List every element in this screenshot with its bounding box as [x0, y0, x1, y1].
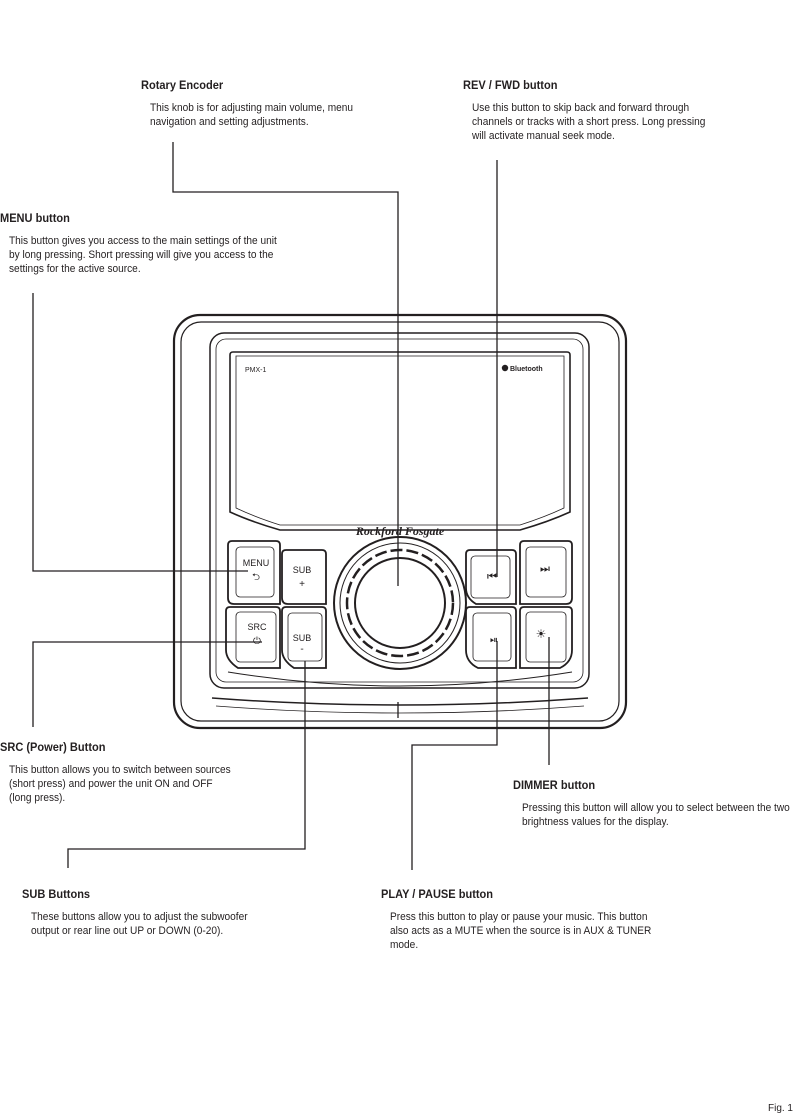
dimmer-button[interactable]: ☀: [519, 606, 573, 669]
housing-inner: [180, 321, 620, 722]
callout-play-pause: PLAY / PAUSE button Press this button to…: [381, 887, 681, 952]
callout-title: PLAY / PAUSE button: [381, 887, 494, 901]
leader-menu: [32, 293, 248, 572]
leader-playpause: [411, 641, 498, 870]
faceplate-inner: [215, 338, 584, 683]
callout-body: Use this button to skip back and forward…: [472, 102, 706, 142]
leader-lines: [32, 142, 550, 870]
fwd-button[interactable]: ⏭: [519, 540, 573, 605]
bluetooth-icon: [501, 364, 509, 372]
callout-body: This button allows you to switch between…: [9, 764, 231, 804]
sub-down-label: SUB: [293, 633, 312, 643]
housing-outer: [172, 313, 628, 730]
figure-label: Fig. 1: [767, 1103, 793, 1114]
sub-up-button[interactable]: SUB +: [281, 549, 327, 605]
brand-logo: Rockford Fosgate: [355, 524, 445, 538]
play-pause-icon: ⏯: [490, 635, 498, 646]
src-button-label: SRC: [247, 622, 267, 632]
callout-body: This button gives you access to the main…: [9, 235, 277, 275]
bluetooth-label: Bluetooth: [510, 366, 543, 373]
display-screen: [229, 351, 571, 531]
callout-body: Pressing this button will allow you to s…: [522, 802, 790, 828]
play-pause-button[interactable]: ⏯: [465, 606, 517, 669]
bottom-ridge: [211, 697, 589, 706]
brightness-icon: ☀: [536, 627, 547, 641]
callout-rev-fwd: REV / FWD button Use this button to skip…: [463, 78, 733, 143]
src-power-button[interactable]: SRC ⏻: [225, 606, 281, 669]
faceplate: [209, 332, 590, 689]
callout-title: SRC (Power) Button: [0, 740, 106, 754]
bluetooth-logo: Bluetooth: [501, 364, 543, 373]
sub-down-button[interactable]: SUB -: [281, 606, 327, 669]
callout-title: SUB Buttons: [22, 887, 91, 901]
leader-rotary: [172, 142, 399, 586]
callout-title: Rotary Encoder: [141, 78, 224, 92]
back-icon: ⮌: [252, 572, 260, 583]
callout-body: Press this button to play or pause your …: [390, 911, 652, 951]
callout-rotary-encoder: Rotary Encoder This knob is for adjustin…: [141, 78, 401, 129]
menu-button-label: MENU: [243, 558, 270, 568]
previous-track-icon: ⏮: [487, 571, 497, 583]
next-track-icon: ⏭: [540, 563, 550, 575]
callout-menu: MENU button This button gives you access…: [0, 211, 300, 276]
sub-up-label: SUB: [293, 565, 312, 575]
callout-title: DIMMER button: [513, 778, 596, 792]
plus-icon: +: [299, 579, 305, 590]
callout-sub: SUB Buttons These buttons allow you to a…: [22, 887, 302, 938]
display-area: [235, 355, 565, 526]
minus-icon: -: [300, 644, 303, 655]
leader-sub: [67, 661, 306, 868]
callout-body: This knob is for adjusting main volume, …: [150, 102, 354, 128]
callout-src-power: SRC (Power) Button This button allows yo…: [0, 740, 250, 805]
callout-title: MENU button: [0, 211, 70, 225]
bottom-ridge-2: [215, 705, 585, 714]
menu-button[interactable]: MENU ⮌: [227, 540, 281, 605]
callout-title: REV / FWD button: [463, 78, 558, 92]
rev-button[interactable]: ⏮: [465, 549, 517, 605]
rotary-encoder[interactable]: [333, 536, 467, 670]
callout-dimmer: DIMMER button Pressing this button will …: [513, 778, 793, 829]
callout-body: These buttons allow you to adjust the su…: [31, 911, 248, 937]
leader-src: [32, 641, 262, 727]
bottom-lip: [227, 671, 573, 687]
model-label: PMX-1: [245, 367, 267, 374]
